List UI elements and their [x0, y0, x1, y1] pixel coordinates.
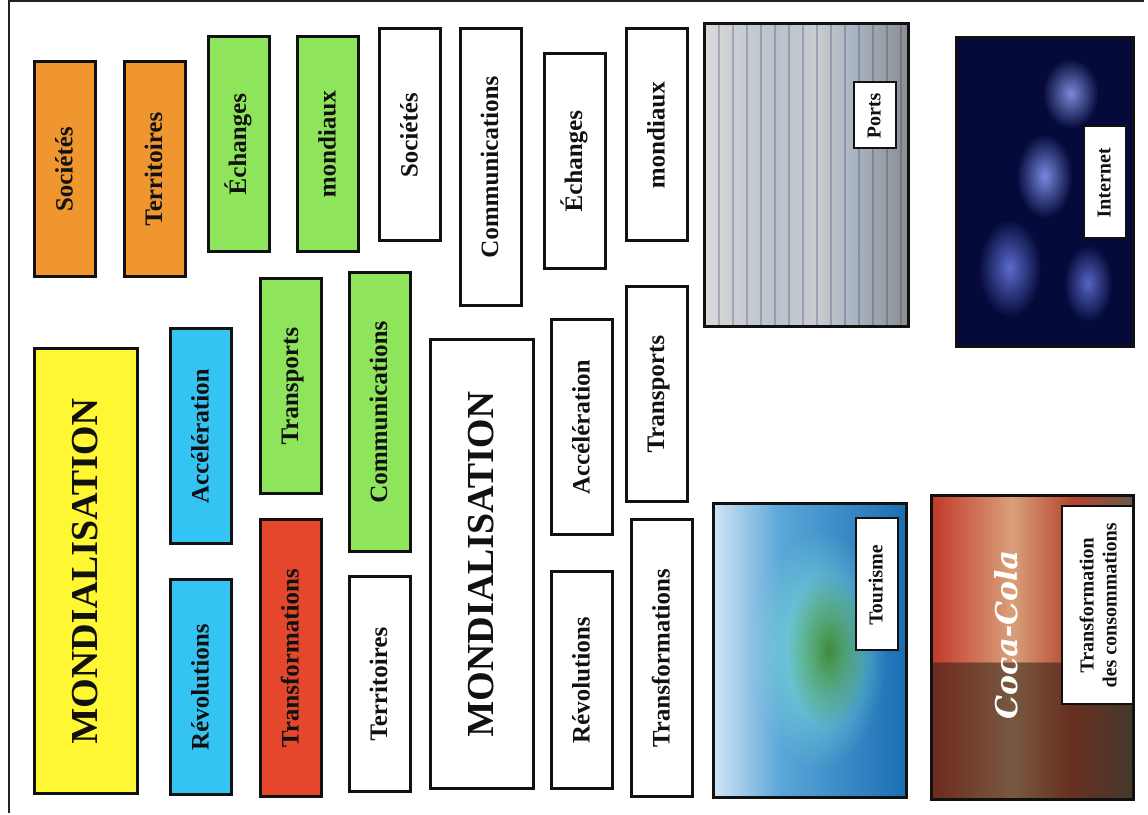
photo-caption-text: Ports: [863, 92, 886, 138]
card-label: Révolutions: [568, 616, 596, 744]
card-echanges-green[interactable]: Échanges: [207, 35, 271, 253]
caption-line-2: des consommations: [1099, 522, 1122, 688]
card-label: Accélération: [568, 359, 596, 495]
card-label: Transports: [643, 335, 671, 453]
caption-line-1: Transformation: [1076, 537, 1099, 673]
photo-ports[interactable]: Ports: [703, 22, 910, 328]
card-societes-white[interactable]: Sociétés: [378, 27, 442, 242]
card-label: Transports: [277, 327, 305, 445]
card-mondialisation-white[interactable]: MONDIALISATION: [429, 338, 535, 790]
card-label: Échanges: [561, 110, 589, 212]
card-echanges-white[interactable]: Échanges: [543, 52, 607, 270]
card-transports-green[interactable]: Transports: [259, 277, 323, 495]
card-label: Sociétés: [396, 92, 424, 177]
card-acceleration-white[interactable]: Accélération: [550, 318, 614, 536]
card-mondiaux-green[interactable]: mondiaux: [296, 35, 360, 253]
card-revolutions-white[interactable]: Révolutions: [550, 570, 614, 790]
card-label: Communications: [477, 76, 505, 258]
card-label: Transformations: [277, 568, 305, 748]
card-label: Territoires: [141, 112, 169, 226]
photo-caption: Tourisme: [855, 517, 899, 651]
card-label: MONDIALISATION: [64, 398, 107, 744]
card-mondialisation-yellow[interactable]: MONDIALISATION: [33, 347, 139, 795]
card-communications-green[interactable]: Communications: [348, 271, 412, 553]
card-label: Échanges: [225, 93, 253, 195]
card-transformations-red[interactable]: Transformations: [259, 518, 323, 798]
card-territoires-white[interactable]: Territoires: [348, 575, 412, 793]
photo-caption-text: Internet: [1093, 147, 1116, 217]
card-transports-white[interactable]: Transports: [625, 285, 689, 503]
coca-cola-logo: Coca-Cola: [989, 550, 1025, 719]
card-label: mondiaux: [314, 90, 342, 198]
card-label: Révolutions: [187, 623, 215, 751]
photo-caption-text: Tourisme: [865, 543, 888, 625]
card-territoires-orange[interactable]: Territoires: [123, 60, 187, 278]
photo-tourisme[interactable]: Tourisme: [712, 502, 908, 799]
card-label: Territoires: [366, 627, 394, 741]
photo-caption: Internet: [1083, 125, 1127, 239]
page-frame: [8, 0, 1144, 813]
card-communications-white[interactable]: Communications: [459, 27, 523, 307]
card-revolutions-blue[interactable]: Révolutions: [169, 578, 233, 796]
card-mondiaux-white[interactable]: mondiaux: [625, 27, 689, 242]
card-label: Sociétés: [51, 126, 79, 212]
card-societes-orange[interactable]: Sociétés: [33, 60, 97, 278]
card-transformations-white[interactable]: Transformations: [630, 518, 694, 798]
card-acceleration-blue[interactable]: Accélération: [169, 327, 233, 545]
photo-caption: Ports: [853, 81, 897, 149]
photo-internet[interactable]: Internet: [955, 36, 1135, 348]
card-label: mondiaux: [643, 81, 671, 188]
card-label: Transformations: [648, 568, 676, 748]
card-label: MONDIALISATION: [460, 391, 503, 737]
card-label: Accélération: [187, 368, 215, 504]
card-label: Communications: [366, 321, 394, 503]
